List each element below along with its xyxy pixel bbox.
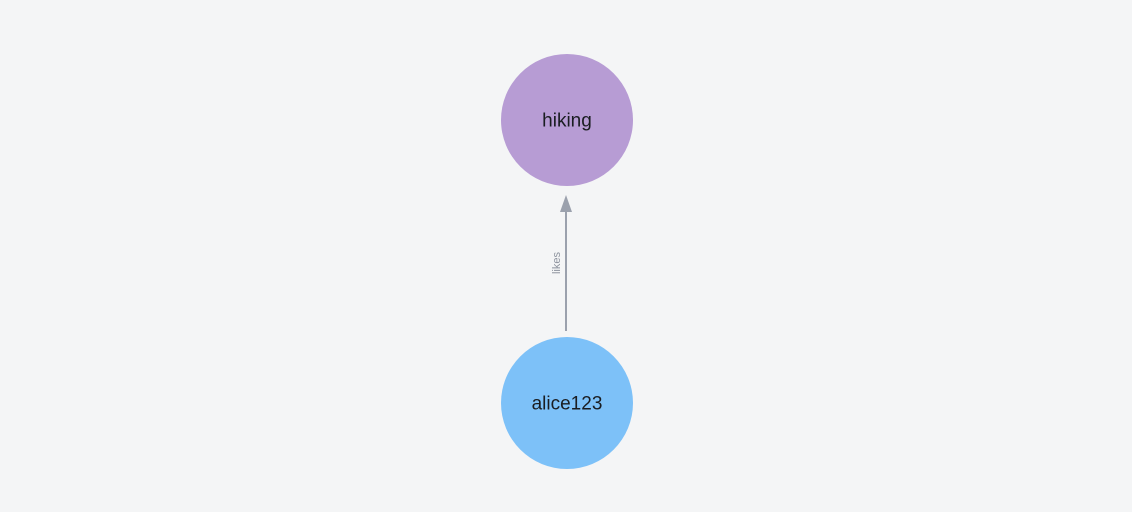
- node-hiking: hiking: [501, 54, 633, 186]
- edge-likes: likes: [551, 195, 572, 331]
- edge-label: likes: [551, 252, 563, 275]
- node-hiking-circle[interactable]: [501, 54, 633, 186]
- edge-arrowhead-icon: [560, 195, 572, 212]
- node-alice123: alice123: [501, 337, 633, 469]
- node-alice123-circle[interactable]: [501, 337, 633, 469]
